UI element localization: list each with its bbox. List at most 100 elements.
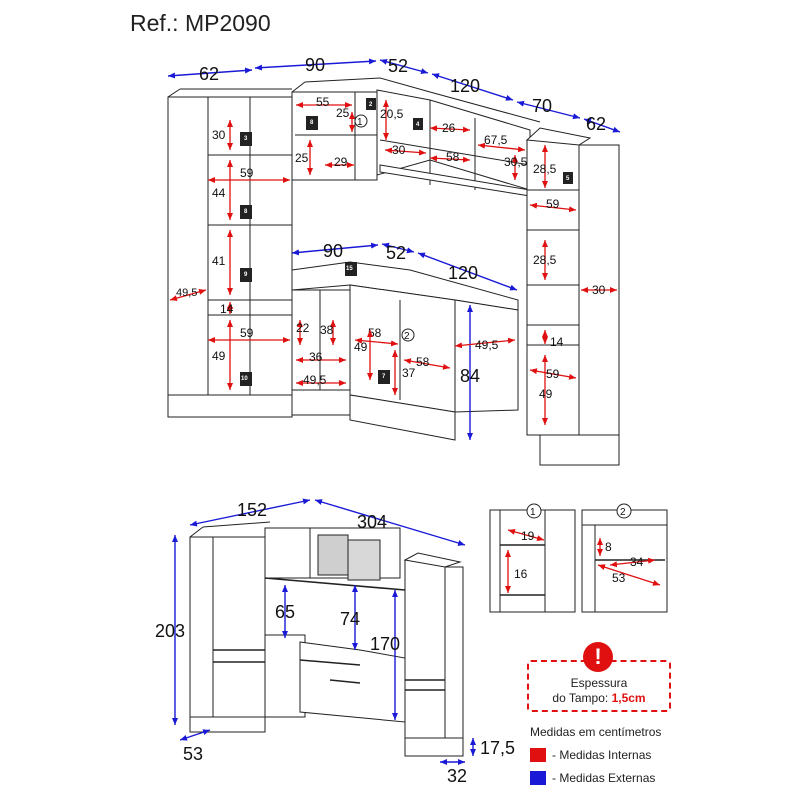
- legend-swatch-external: [530, 771, 546, 785]
- detail-19: 19: [521, 529, 535, 543]
- int-38: 38: [320, 323, 334, 337]
- warning-value: 1,5cm: [611, 691, 646, 705]
- legend-internal: - Medidas Internas: [530, 748, 710, 762]
- int-59-a: 59: [240, 166, 254, 180]
- front-view: 152 304 203 65 74 170 53 32 17,5: [155, 498, 515, 786]
- int-49-base: 49: [354, 340, 368, 354]
- dim-120-top: 120: [450, 76, 480, 96]
- detail-34: 34: [630, 555, 644, 569]
- front-tall-right: [404, 559, 446, 739]
- svg-text:9: 9: [244, 272, 248, 278]
- int-37: 37: [402, 366, 416, 380]
- int-28-5-b: 28,5: [533, 253, 557, 267]
- weight-icon: 9: [240, 268, 252, 282]
- warning-line1: Espessura: [570, 676, 628, 690]
- weight-icon: 5: [563, 172, 573, 184]
- dim-65: 65: [275, 602, 295, 622]
- svg-text:4: 4: [416, 122, 420, 128]
- legend-internal-label: - Medidas Internas: [552, 748, 652, 762]
- weight-icon: 15: [345, 262, 357, 276]
- int-26: 26: [442, 121, 456, 135]
- int-25-a: 25: [336, 106, 350, 120]
- legend-title: Medidas em centímetros: [530, 725, 662, 739]
- legend-swatch-internal: [530, 748, 546, 762]
- weight-icon: 10: [240, 372, 252, 386]
- int-36: 36: [309, 350, 323, 364]
- svg-text:5: 5: [566, 176, 570, 182]
- detail-16: 16: [514, 567, 528, 581]
- dim-52-counter: 52: [386, 243, 406, 263]
- svg-text:3: 3: [244, 136, 248, 142]
- dim-53: 53: [183, 744, 203, 764]
- dim-17-5: 17,5: [480, 738, 515, 758]
- int-49-left: 49: [212, 349, 226, 363]
- legend-external: - Medidas Externas: [530, 771, 710, 785]
- weight-icon: 3: [240, 132, 252, 146]
- dim-52-top: 52: [388, 56, 408, 76]
- int-30: 30: [212, 128, 226, 142]
- int-14-left: 14: [220, 302, 234, 316]
- int-30-right: 30: [592, 283, 606, 297]
- dim-203: 203: [155, 621, 185, 641]
- callout-1: [354, 114, 368, 128]
- detail-8: 8: [605, 540, 612, 554]
- int-59-d: 59: [546, 367, 560, 381]
- int-49-right: 49: [539, 387, 553, 401]
- weight-icon: 8: [306, 116, 318, 130]
- int-22: 22: [296, 321, 310, 335]
- dim-90-counter: 90: [323, 241, 343, 261]
- dim-304: 304: [357, 512, 387, 532]
- dim-62-right: 62: [586, 114, 606, 134]
- detail-2-label: 2: [620, 507, 626, 518]
- callout-1-label: 1: [357, 117, 363, 128]
- int-14-right: 14: [550, 335, 564, 349]
- int-58-upper: 58: [446, 150, 460, 164]
- int-29: 29: [334, 155, 348, 169]
- int-49-5-right: 49,5: [475, 338, 499, 352]
- int-25-b: 25: [295, 151, 309, 165]
- int-41: 41: [212, 254, 226, 268]
- int-20-5: 20,5: [380, 107, 404, 121]
- detail-2: 2 8 34 53: [581, 503, 668, 613]
- warning-prefix: do Tampo:: [552, 691, 612, 705]
- svg-text:8: 8: [244, 209, 248, 215]
- dim-32: 32: [447, 766, 467, 786]
- legend-external-label: - Medidas Externas: [552, 771, 656, 785]
- dim-90-top: 90: [305, 55, 325, 75]
- exclamation-icon: !: [583, 642, 613, 672]
- dim-74: 74: [340, 609, 360, 629]
- svg-text:7: 7: [382, 374, 386, 380]
- int-49-5-base: 49,5: [303, 373, 327, 387]
- warning-line2: do Tampo: 1,5cm: [529, 691, 669, 705]
- detail-1: 1 19 16: [489, 503, 576, 613]
- detail-53: 53: [612, 571, 626, 585]
- int-59-c: 59: [546, 197, 560, 211]
- svg-text:10: 10: [241, 376, 248, 382]
- weight-icon: 8: [240, 205, 252, 219]
- weight-icon: 7: [378, 370, 390, 384]
- dim-120-counter: 120: [448, 263, 478, 283]
- dim-84-height: 84: [460, 366, 480, 386]
- weight-icon: 2: [366, 98, 376, 110]
- int-44: 44: [212, 186, 226, 200]
- dim-70: 70: [532, 96, 552, 116]
- int-67-5: 67,5: [484, 133, 508, 147]
- front-tall-left: [189, 536, 266, 718]
- dim-152: 152: [237, 500, 267, 520]
- int-58-base-b: 58: [416, 355, 430, 369]
- reference-title: Ref.: MP2090: [130, 10, 271, 36]
- top-isometric-view: 62 90 52 120 70 62 90 52 120 84 30 44 41…: [167, 55, 621, 466]
- dim-170: 170: [370, 634, 400, 654]
- int-49-5-left: 49,5: [176, 287, 197, 299]
- int-55: 55: [316, 95, 330, 109]
- svg-text:2: 2: [369, 102, 373, 108]
- legend: Medidas em centímetros - Medidas Interna…: [530, 725, 710, 785]
- svg-text:8: 8: [310, 120, 314, 126]
- weight-icon: 4: [413, 118, 423, 130]
- detail-1-label: 1: [530, 507, 536, 518]
- int-30-upper: 30: [392, 143, 406, 157]
- int-59-b: 59: [240, 326, 254, 340]
- callout-2-label: 2: [404, 331, 410, 342]
- callout-2: [401, 328, 415, 342]
